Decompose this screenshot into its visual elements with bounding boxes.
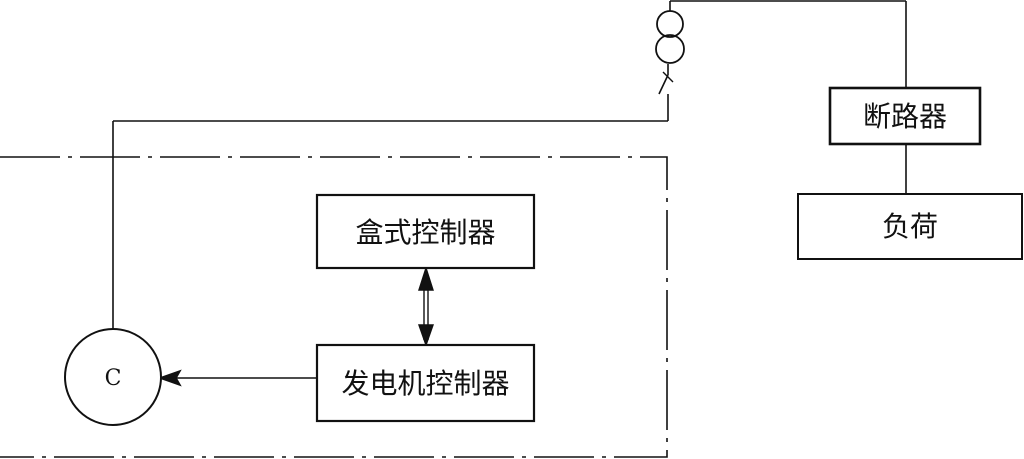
enclosure-boundary [0,156,668,458]
generator-controller-label: 发电机控制器 [341,367,509,400]
control-signal-arrow [157,369,318,387]
load-block: 负荷 [797,193,1023,260]
generator-symbol: C [64,328,162,426]
switch-blade [658,74,669,95]
generator-controller-block: 发电机控制器 [315,343,536,423]
switch-contact-mark [662,71,674,83]
breaker-block: 断路器 [828,86,982,146]
transformer-symbol [655,10,685,64]
wiring [112,0,907,329]
box-controller-block: 盒式控制器 [315,193,536,270]
box-controller-label: 盒式控制器 [355,216,495,249]
load-label: 负荷 [882,210,938,243]
breaker-label: 断路器 [863,100,947,133]
generator-label: C [105,366,122,391]
controller-link-arrow [418,265,434,348]
